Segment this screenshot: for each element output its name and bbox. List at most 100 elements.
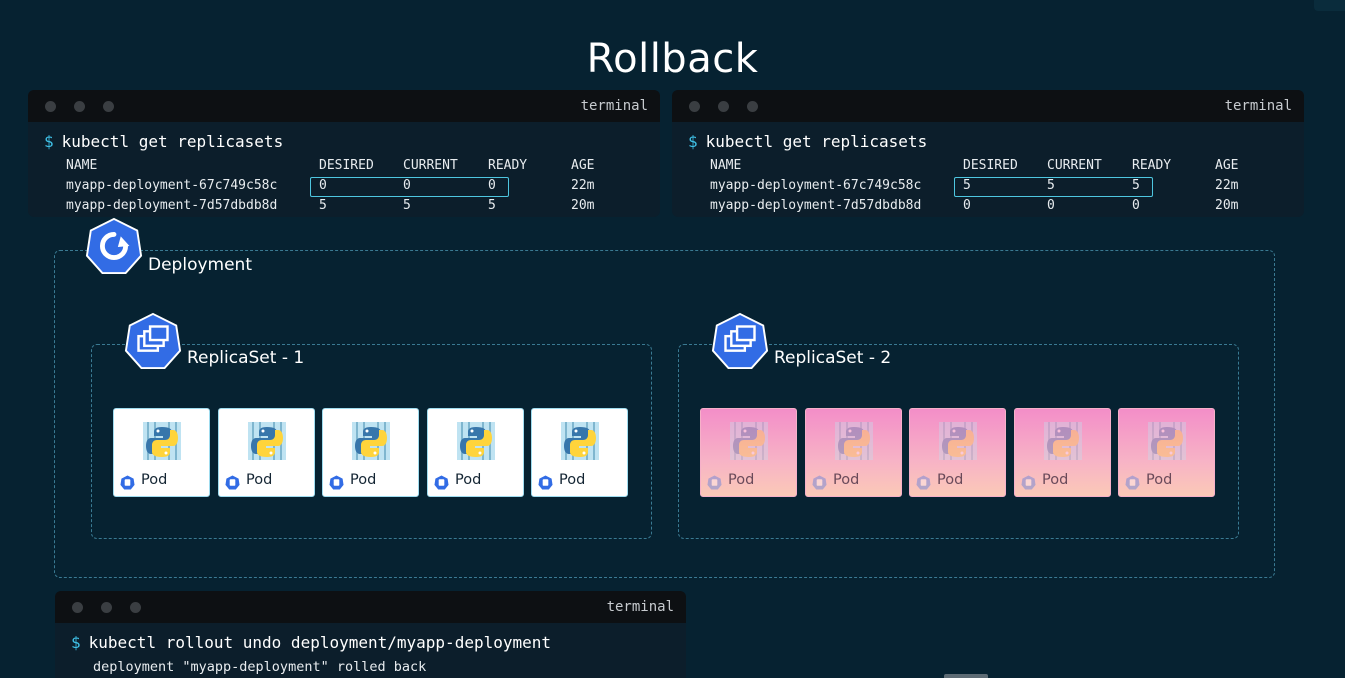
table-header: NAME DESIRED CURRENT READY AGE <box>688 156 1304 176</box>
cell-name: myapp-deployment-67c749c58c <box>66 178 278 193</box>
pod-card: Pod <box>113 408 210 497</box>
minimize-dot-icon[interactable] <box>718 101 729 112</box>
python-logo-icon <box>143 422 181 460</box>
scroll-handle[interactable] <box>944 674 988 678</box>
maximize-dot-icon[interactable] <box>130 602 141 613</box>
maximize-dot-icon[interactable] <box>747 101 758 112</box>
cell-ready: 5 <box>1132 178 1140 193</box>
python-logo-icon <box>561 422 599 460</box>
minimize-dot-icon[interactable] <box>101 602 112 613</box>
command-output: deployment "myapp-deployment" rolled bac… <box>93 659 427 675</box>
terminal-right: terminal $kubectl get replicasets NAME D… <box>672 90 1304 217</box>
prompt-icon: $ <box>688 132 698 151</box>
pod-label: Pod <box>728 472 755 488</box>
deployment-rotate-icon <box>85 217 143 275</box>
close-dot-icon[interactable] <box>689 101 700 112</box>
pod-icon <box>1021 475 1036 490</box>
pod-icon <box>707 475 722 490</box>
table-row: myapp-deployment-67c749c58c 5 5 5 22m <box>688 176 1304 197</box>
pod-card: Pod <box>700 408 797 497</box>
cell-ready: 0 <box>1132 198 1140 213</box>
header-name: NAME <box>66 158 98 173</box>
header-current: CURRENT <box>1047 158 1102 173</box>
pod-icon <box>434 475 449 490</box>
window-controls <box>689 101 758 112</box>
cell-current: 5 <box>1047 178 1055 193</box>
highlight-box <box>310 177 509 197</box>
terminal-bottom: terminal $kubectl rollout undo deploymen… <box>55 591 686 678</box>
pod-icon <box>916 475 931 490</box>
pod-icon <box>225 475 240 490</box>
terminal-body[interactable]: $kubectl get replicasets NAME DESIRED CU… <box>28 122 660 216</box>
cell-desired: 5 <box>963 178 971 193</box>
cell-current: 5 <box>403 198 411 213</box>
close-dot-icon[interactable] <box>72 602 83 613</box>
deployment-container <box>54 250 1275 578</box>
terminal-body[interactable]: $kubectl get replicasets NAME DESIRED CU… <box>672 122 1304 216</box>
terminal-left: terminal $kubectl get replicasets NAME D… <box>28 90 660 217</box>
table-row: myapp-deployment-67c749c58c 0 0 0 22m <box>44 176 660 197</box>
cell-current: 0 <box>403 178 411 193</box>
window-corner-control <box>1314 0 1345 11</box>
cell-current: 0 <box>1047 198 1055 213</box>
close-dot-icon[interactable] <box>45 101 56 112</box>
replicaset-icon <box>124 312 182 370</box>
cell-age: 22m <box>1215 178 1239 193</box>
command-line: $kubectl get replicasets <box>688 128 1304 156</box>
cell-age: 20m <box>1215 198 1239 213</box>
command-line: $kubectl get replicasets <box>44 128 660 156</box>
pod-card: Pod <box>427 408 524 497</box>
pod-label: Pod <box>1146 472 1173 488</box>
table-header: NAME DESIRED CURRENT READY AGE <box>44 156 660 176</box>
pod-card: Pod <box>531 408 628 497</box>
cell-name: myapp-deployment-7d57dbdb8d <box>710 198 922 213</box>
replicaset-1-container <box>91 344 652 539</box>
pod-card: Pod <box>909 408 1006 497</box>
terminal-body[interactable]: $kubectl rollout undo deployment/myapp-d… <box>55 623 686 675</box>
table-row: myapp-deployment-7d57dbdb8d 5 5 5 20m <box>44 196 660 216</box>
header-ready: READY <box>488 158 528 173</box>
header-age: AGE <box>571 158 595 173</box>
terminal-label: terminal <box>606 599 674 615</box>
header-name: NAME <box>710 158 742 173</box>
pod-label: Pod <box>455 472 482 488</box>
pod-label: Pod <box>1042 472 1069 488</box>
python-logo-icon <box>352 422 390 460</box>
pod-icon <box>1125 475 1140 490</box>
replicaset-icon <box>711 312 769 370</box>
header-current: CURRENT <box>403 158 458 173</box>
terminal-label: terminal <box>580 98 648 114</box>
table-row: myapp-deployment-7d57dbdb8d 0 0 0 20m <box>688 196 1304 216</box>
command-line: $kubectl rollout undo deployment/myapp-d… <box>71 629 686 657</box>
pod-card: Pod <box>218 408 315 497</box>
pod-label: Pod <box>559 472 586 488</box>
header-desired: DESIRED <box>319 158 374 173</box>
cell-name: myapp-deployment-7d57dbdb8d <box>66 198 278 213</box>
python-logo-icon <box>248 422 286 460</box>
pod-label: Pod <box>141 472 168 488</box>
pod-card: Pod <box>1014 408 1111 497</box>
cell-desired: 0 <box>963 198 971 213</box>
header-desired: DESIRED <box>963 158 1018 173</box>
cell-desired: 0 <box>319 178 327 193</box>
cell-ready: 0 <box>488 178 496 193</box>
command-text: kubectl get replicasets <box>61 132 284 151</box>
pod-icon <box>812 475 827 490</box>
maximize-dot-icon[interactable] <box>103 101 114 112</box>
pod-label: Pod <box>937 472 964 488</box>
highlight-box <box>954 177 1153 197</box>
cell-ready: 5 <box>488 198 496 213</box>
cell-age: 20m <box>571 198 595 213</box>
cell-age: 22m <box>571 178 595 193</box>
prompt-icon: $ <box>71 633 81 652</box>
minimize-dot-icon[interactable] <box>74 101 85 112</box>
terminal-label: terminal <box>1224 98 1292 114</box>
python-logo-icon <box>1148 422 1186 460</box>
terminal-titlebar: terminal <box>55 591 686 623</box>
header-age: AGE <box>1215 158 1239 173</box>
pod-card: Pod <box>1118 408 1215 497</box>
python-logo-icon <box>1044 422 1082 460</box>
replicaset-1-label: ReplicaSet - 1 <box>187 348 305 368</box>
header-ready: READY <box>1132 158 1172 173</box>
window-controls <box>45 101 114 112</box>
